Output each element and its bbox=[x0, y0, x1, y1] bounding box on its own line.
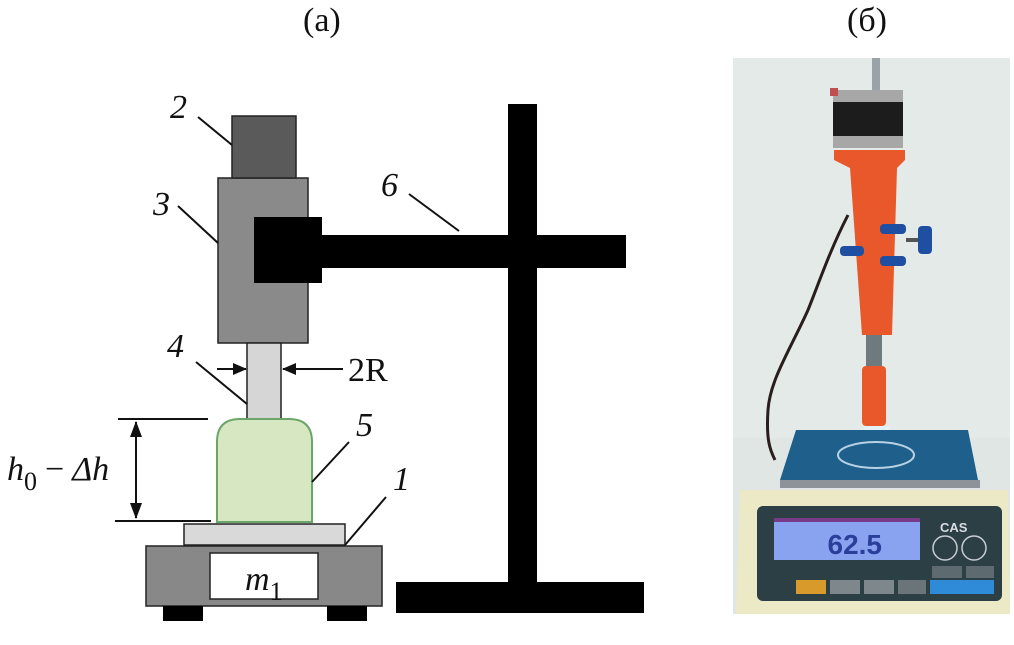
callout-6: 6 bbox=[381, 167, 398, 204]
photo-cable bbox=[766, 214, 850, 461]
photo-scale-display-value: 62.5 bbox=[828, 529, 883, 560]
callout-1: 1 bbox=[393, 461, 410, 498]
photo-stand-rod bbox=[872, 58, 880, 98]
photo-scale-buttons bbox=[796, 535, 994, 594]
photo-scale-pan bbox=[780, 430, 978, 480]
photo-clamp-knobs bbox=[840, 224, 932, 266]
clamp-block bbox=[254, 217, 322, 283]
scale-readout-mass: m1 bbox=[245, 561, 283, 606]
stand bbox=[320, 104, 644, 613]
sample bbox=[216, 418, 313, 523]
callout-leaders bbox=[177, 116, 460, 546]
photo-drive-housing bbox=[834, 150, 905, 335]
callout-5: 5 bbox=[356, 407, 373, 444]
photo-sleeve bbox=[862, 366, 886, 426]
rod-diameter-label: 2R bbox=[348, 352, 388, 389]
photo-rod bbox=[866, 335, 882, 367]
panel-label-b: (б) bbox=[847, 2, 887, 39]
height-dimension bbox=[115, 418, 211, 522]
photo-stepper-motor bbox=[830, 88, 903, 148]
schematic-panel: m1 2 3 4 5 1 6 2R h0−Δh bbox=[7, 89, 644, 621]
panel-label-a: (a) bbox=[303, 2, 341, 39]
callout-4: 4 bbox=[167, 328, 184, 365]
plunger-rod bbox=[246, 342, 282, 420]
scale bbox=[145, 523, 383, 621]
photo-scale-brand: CAS bbox=[940, 520, 968, 535]
photo-petri-dish bbox=[837, 441, 915, 469]
stepper-motor bbox=[231, 115, 297, 179]
height-dimension-label: h0−Δh bbox=[7, 451, 109, 496]
callout-2: 2 bbox=[170, 89, 187, 126]
callout-3: 3 bbox=[152, 186, 170, 223]
photo-lcd bbox=[774, 518, 920, 560]
photo-panel: 62.5 CAS bbox=[733, 58, 1010, 614]
